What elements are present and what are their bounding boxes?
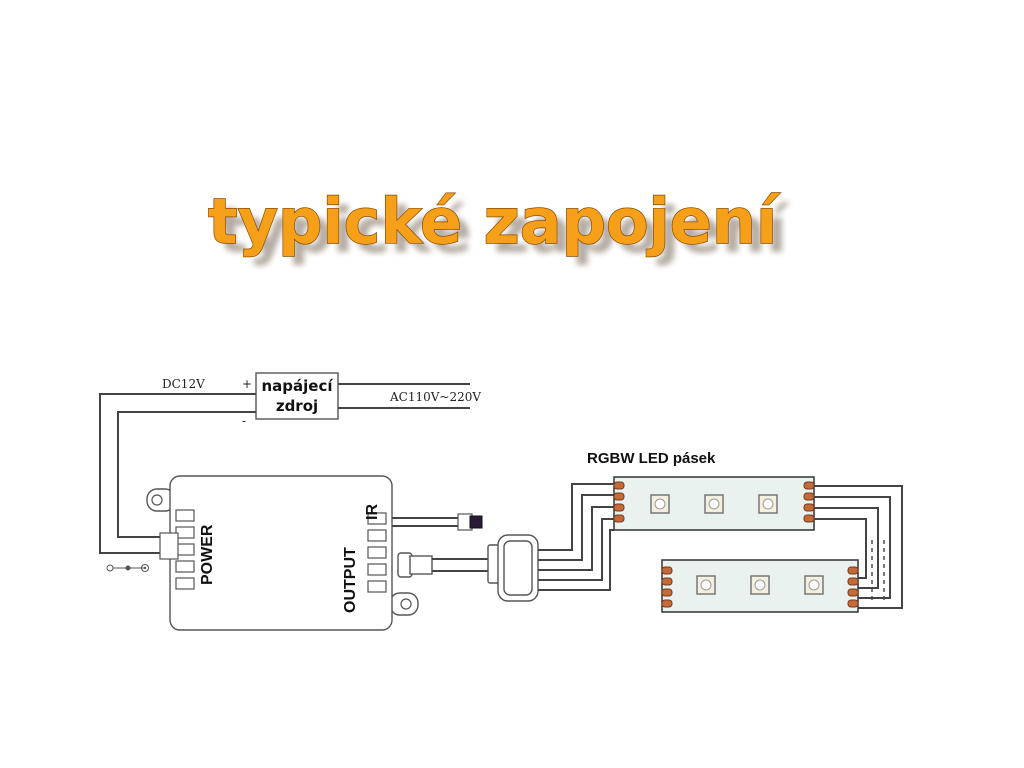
- title: typické zapojení: [208, 185, 780, 258]
- strip-title: RGBW LED pásek: [587, 450, 716, 467]
- led-strip-1-pads-right: [803, 481, 815, 523]
- strip-wire-2: [538, 494, 614, 561]
- strip-wire-5: [538, 529, 614, 591]
- strip-wire-1: [538, 483, 614, 551]
- dc-jack-icon: [106, 564, 149, 572]
- controller: POWER OUTPUT IR: [146, 475, 419, 631]
- ac-voltage-label: AC110V~220V: [389, 390, 481, 404]
- power-supply-label-1: napájecí: [261, 377, 333, 395]
- link-wire-1: [814, 485, 903, 609]
- title-shadow: typické zapojení: [218, 194, 790, 267]
- power-label: POWER: [199, 524, 216, 585]
- led-strip-2-pads-left: [661, 566, 673, 608]
- output-cable: [397, 552, 490, 578]
- strip-wire-4: [538, 518, 614, 581]
- led-strip-2: [661, 559, 859, 613]
- led-strip-2-pads-right: [847, 566, 859, 608]
- dc-wire-plus: [99, 393, 256, 554]
- minus-sign: -: [242, 414, 246, 428]
- link-wire-4: [814, 518, 867, 579]
- strip-wire-3: [538, 506, 614, 571]
- rgbw-connector: [487, 534, 539, 602]
- link-wire-3: [814, 507, 879, 589]
- led-strip-1: [613, 476, 815, 531]
- power-supply-label-2: zdroj: [276, 397, 318, 415]
- output-pins: [367, 512, 387, 593]
- dc-wire-minus: [117, 411, 256, 538]
- led-strip-1-pads-left: [613, 481, 625, 523]
- plus-sign: +: [242, 377, 252, 391]
- power-pins: [159, 509, 195, 590]
- ir-sensor-icon: [469, 515, 483, 529]
- power-supply-box: [255, 372, 339, 420]
- ir-label: IR: [364, 504, 381, 520]
- power-supply: napájecí zdroj + -: [242, 372, 339, 428]
- output-label: OUTPUT: [342, 547, 359, 613]
- link-wire-2: [814, 496, 891, 599]
- dc-voltage-label: DC12V: [162, 377, 205, 391]
